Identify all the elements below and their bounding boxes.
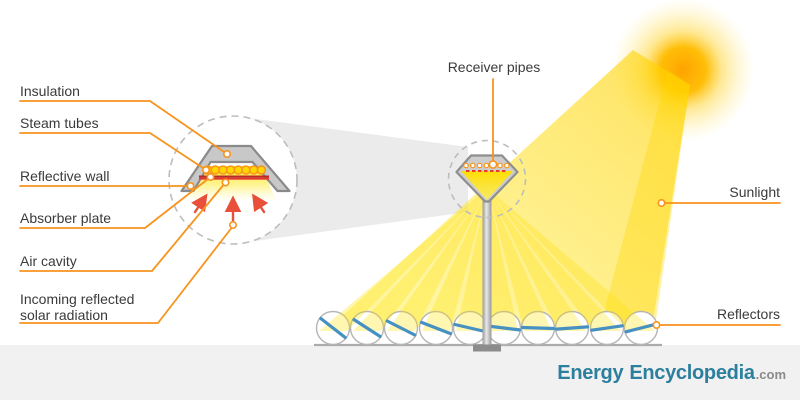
label-incoming-radiation-line1: Incoming reflected — [20, 291, 134, 307]
endpoint-incoming-radiation — [229, 221, 238, 230]
detail-hood-insulation — [180, 144, 291, 193]
endpoint-reflectors — [652, 320, 661, 329]
endpoint-receiver-pipes — [488, 160, 498, 169]
incoming-radiation-arrows — [191, 193, 269, 223]
leader-endpoints — [186, 150, 666, 329]
endpoint-reflective-wall — [186, 182, 195, 191]
label-sunlight: Sunlight — [729, 184, 780, 200]
receiver-pipes-row — [463, 162, 510, 169]
reflected-beams — [319, 188, 655, 331]
detail-absorber-plate — [199, 175, 269, 178]
sun-beam-bright-streak — [600, 70, 690, 327]
endpoint-absorber-plate — [206, 173, 215, 182]
label-receiver-pipes: Receiver pipes — [448, 59, 541, 75]
detail-steam-tubes — [202, 165, 267, 175]
ground-band — [0, 345, 800, 400]
mirror-strips — [319, 316, 658, 340]
label-incoming-radiation-line2: solar radiation — [20, 307, 108, 323]
brand-tld: .com — [755, 367, 786, 382]
brand-word-encyclopedia: Encyclopedia — [629, 362, 755, 384]
label-reflectors: Reflectors — [717, 306, 780, 322]
brand-logo: Energy Encyclopedia .com — [557, 362, 786, 385]
label-insulation: Insulation — [20, 83, 80, 99]
leader-incoming-radiation — [19, 225, 234, 324]
magnifier-cone — [233, 116, 468, 244]
receiver-glow — [461, 171, 513, 200]
endpoint-insulation — [223, 150, 232, 159]
label-absorber-plate: Absorber plate — [20, 210, 111, 226]
leader-absorber-plate — [19, 176, 212, 229]
leader-air-cavity — [19, 181, 227, 272]
receiver-magnifier-circle — [447, 139, 527, 219]
label-steam-tubes: Steam tubes — [20, 115, 99, 131]
detail-absorber-plate-edge — [199, 177, 269, 180]
brand-word-energy: Energy — [557, 362, 624, 384]
tower-pole — [482, 196, 492, 346]
endpoint-air-cavity — [221, 178, 230, 187]
label-reflective-wall: Reflective wall — [20, 168, 109, 184]
tower-base — [473, 344, 501, 352]
endpoint-sunlight — [657, 199, 666, 208]
label-air-cavity: Air cavity — [20, 253, 77, 269]
leader-steam-tubes — [19, 132, 207, 171]
leader-lines — [19, 78, 781, 326]
leader-insulation — [19, 100, 228, 155]
sun-beam — [330, 50, 690, 327]
endpoint-steam-tubes — [202, 166, 211, 175]
